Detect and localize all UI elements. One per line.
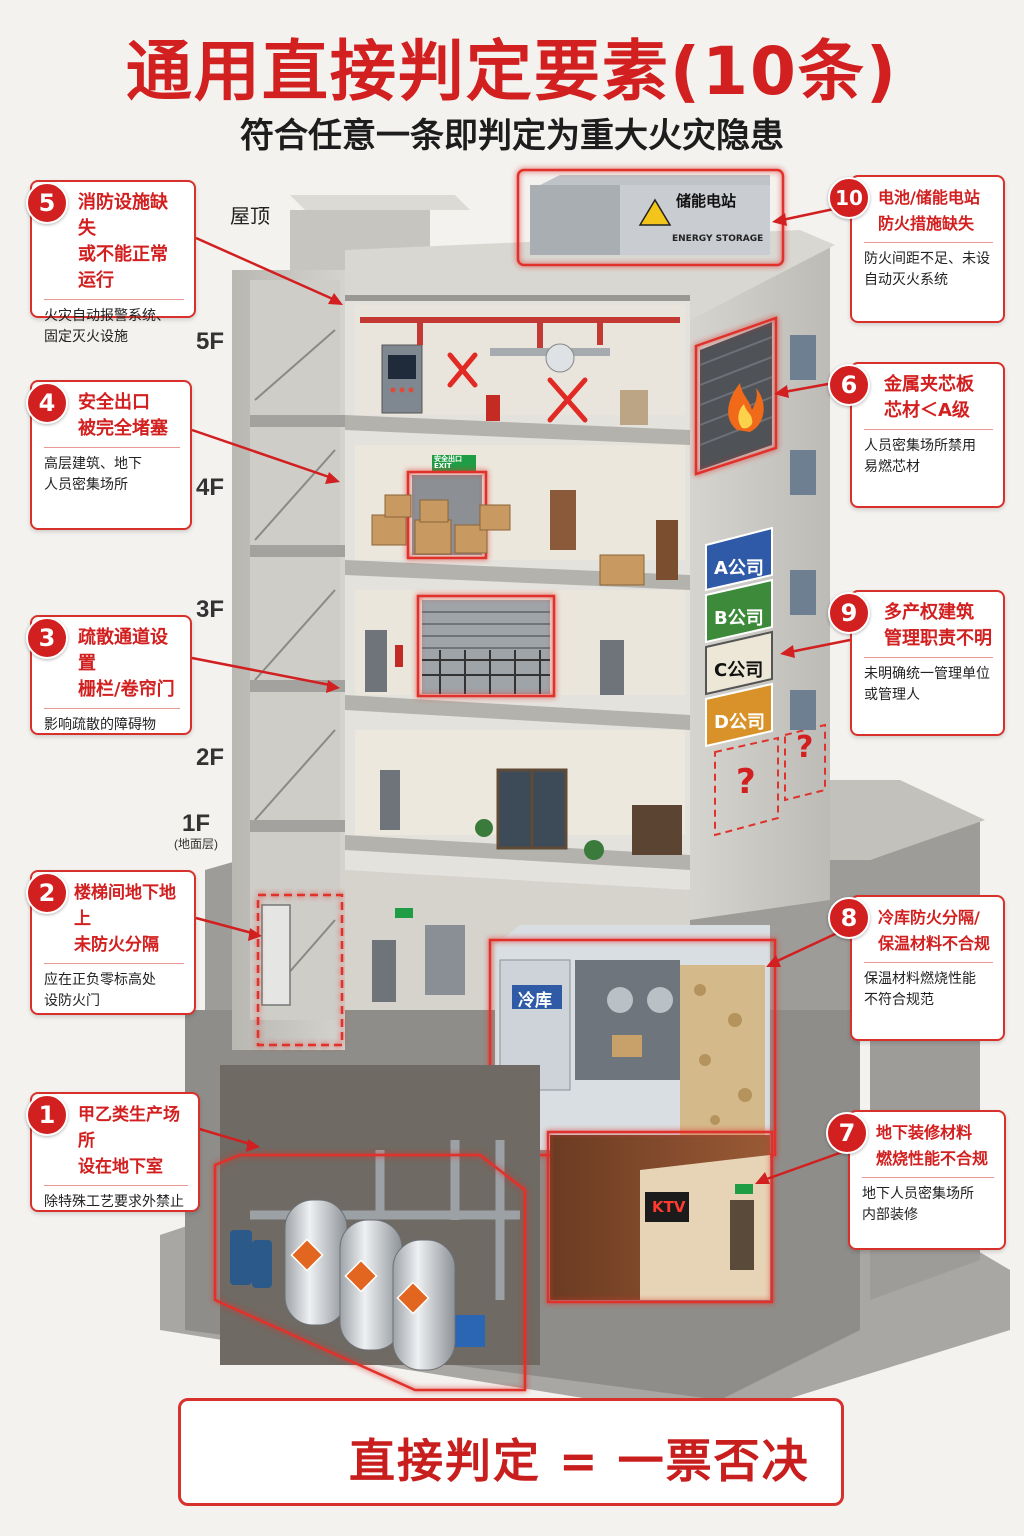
floor-label-3f: 3F bbox=[196, 596, 225, 623]
floor-label-5f: 5F bbox=[196, 328, 225, 355]
energy-storage-sign: 储能电站 bbox=[676, 192, 737, 210]
ground-note: (地面层) bbox=[174, 837, 218, 851]
callout-6-title: 金属夹芯板 芯材＜A级 bbox=[884, 374, 974, 421]
company-signs bbox=[705, 526, 826, 837]
stairwell bbox=[250, 280, 345, 1047]
callout-3-title: 疏散通道设置 栅栏/卷帘门 bbox=[78, 627, 175, 700]
callout-3-desc: 影响疏散的障碍物 bbox=[44, 717, 156, 733]
unknown-owner-mark: ? bbox=[736, 762, 756, 802]
callout-7-desc: 地下人员密集场所 内部装修 bbox=[862, 1186, 974, 1223]
callout-1-desc: 除特殊工艺要求外禁止 bbox=[44, 1194, 184, 1210]
callout-5: 5 消防设施缺失 或不能正常运行 火灾自动报警系统、 固定灭火设施 bbox=[26, 180, 196, 345]
page-subtitle: 符合任意一条即判定为重大火灾隐患 bbox=[240, 116, 784, 156]
callout-7-number: 7 bbox=[826, 1112, 868, 1154]
roof-label: 屋顶 bbox=[230, 204, 270, 228]
page-title: 通用直接判定要素(10条) bbox=[125, 33, 899, 110]
floor-label-1f: 1F (地面层) bbox=[168, 812, 224, 852]
callout-10-title: 电池/储能电站 防火措施缺失 bbox=[878, 188, 980, 233]
company-c-sign: C公司 bbox=[714, 660, 764, 681]
callout-9-desc: 未明确统一管理单位 或管理人 bbox=[864, 666, 990, 703]
callout-3-number: 3 bbox=[26, 617, 68, 659]
callout-6: 6 金属夹芯板 芯材＜A级 人员密集场所禁用 易燃芯材 bbox=[828, 362, 1005, 508]
callout-1: 1 甲乙类生产场所 设在地下室 除特殊工艺要求外禁止 bbox=[26, 1092, 200, 1212]
callout-1-title: 甲乙类生产场所 设在地下室 bbox=[78, 1105, 180, 1177]
callout-2-title: 楼梯间地下地上 未防火分隔 bbox=[74, 883, 176, 955]
callout-4-title: 安全出口 被完全堵塞 bbox=[78, 392, 168, 439]
floor-2-offices bbox=[380, 768, 682, 860]
callout-8-desc: 保温材料燃烧性能 不符合规范 bbox=[864, 971, 976, 1008]
floor-5-fire-facilities bbox=[360, 317, 680, 425]
energy-storage-sign-en: ENERGY STORAGE bbox=[672, 234, 764, 244]
footer-verdict-box: 直接判定 = 一票否决 bbox=[178, 1398, 844, 1506]
callout-3: 3 疏散通道设置 栅栏/卷帘门 影响疏散的障碍物 bbox=[26, 615, 192, 735]
sandwich-panel bbox=[694, 316, 778, 476]
callout-9-title: 多产权建筑 管理职责不明 bbox=[884, 602, 992, 649]
fire-icon bbox=[728, 383, 764, 432]
floor-3-rolling-shutter bbox=[365, 594, 624, 698]
callout-2-desc: 应在正负零标高处 设防火门 bbox=[44, 972, 156, 1009]
callout-8-title: 冷库防火分隔/ 保温材料不合规 bbox=[878, 908, 991, 953]
callout-10-desc: 防火间距不足、未设 自动灭火系统 bbox=[864, 251, 990, 288]
callout-6-desc: 人员密集场所禁用 易燃芯材 bbox=[864, 438, 976, 475]
cold-storage-sign: 冷库 bbox=[518, 991, 552, 1011]
floor-label-2f: 2F bbox=[196, 744, 225, 771]
facade-windows bbox=[790, 335, 816, 730]
floor-label-1f-text: 1F bbox=[181, 810, 210, 837]
company-a-sign: A公司 bbox=[714, 558, 764, 579]
callout-7-title: 地下装修材料 燃烧性能不合规 bbox=[876, 1123, 989, 1168]
callout-5-title: 消防设施缺失 或不能正常运行 bbox=[78, 192, 168, 291]
callout-9-number: 9 bbox=[828, 592, 870, 634]
company-d-sign: D公司 bbox=[714, 712, 765, 733]
roof-energy-storage bbox=[516, 168, 785, 267]
callout-1-number: 1 bbox=[26, 1094, 68, 1136]
unknown-owner-mark-2: ? bbox=[796, 730, 814, 765]
company-b-sign: B公司 bbox=[714, 608, 764, 629]
callout-5-desc: 火灾自动报警系统、 固定灭火设施 bbox=[44, 308, 170, 345]
ktv-sign: KTV bbox=[652, 1198, 686, 1216]
callout-4-number: 4 bbox=[26, 382, 68, 424]
floor-4-blocked-exit bbox=[371, 455, 678, 586]
callout-5-number: 5 bbox=[26, 182, 68, 224]
callout-10: 10 电池/储能电站 防火措施缺失 防火间距不足、未设 自动灭火系统 bbox=[828, 175, 1005, 323]
callout-9: 9 多产权建筑 管理职责不明 未明确统一管理单位 或管理人 bbox=[828, 590, 1005, 736]
callout-6-number: 6 bbox=[828, 364, 870, 406]
callout-8: 8 冷库防火分隔/ 保温材料不合规 保温材料燃烧性能 不符合规范 bbox=[828, 895, 1005, 1041]
callout-2-number: 2 bbox=[26, 872, 68, 914]
callout-2: 2 楼梯间地下地上 未防火分隔 应在正负零标高处 设防火门 bbox=[26, 870, 196, 1015]
cold-storage-room bbox=[488, 925, 777, 1157]
callout-10-number: 10 bbox=[828, 177, 870, 219]
callout-7: 7 地下装修材料 燃烧性能不合规 地下人员密集场所 内部装修 bbox=[826, 1110, 1006, 1250]
basement-hazard-tanks bbox=[213, 1065, 540, 1392]
floor-label-4f: 4F bbox=[196, 474, 225, 501]
callout-4-desc: 高层建筑、地下 人员密集场所 bbox=[44, 456, 142, 493]
callout-8-number: 8 bbox=[828, 897, 870, 939]
basement-ktv bbox=[546, 1130, 774, 1304]
callout-4: 4 安全出口 被完全堵塞 高层建筑、地下 人员密集场所 bbox=[26, 380, 192, 530]
exit-sign: 安全出口 EXIT bbox=[434, 455, 462, 470]
callout-arrows bbox=[191, 204, 851, 1184]
footer-verdict-text: 直接判定 = 一票否决 bbox=[349, 1434, 810, 1488]
